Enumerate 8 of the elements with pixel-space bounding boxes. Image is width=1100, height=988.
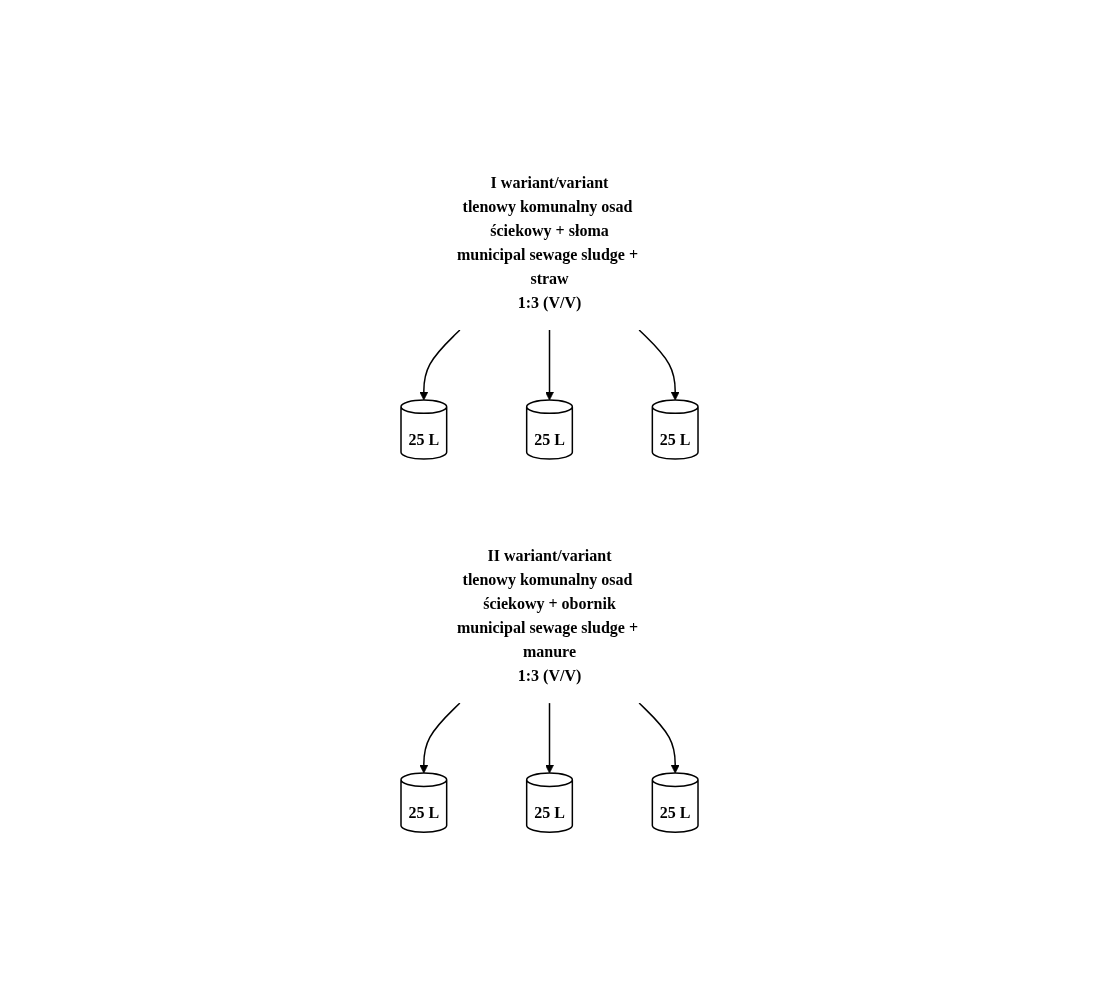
arrow — [545, 702, 555, 774]
node-text: II wariant/variant tlenowy komunalny osad ściekowy + obornik municipal sewage sludge + manure 1:3 (V/V) — [457, 547, 639, 684]
arrow — [638, 329, 681, 401]
arrow — [419, 702, 462, 774]
arrow — [638, 702, 681, 774]
arrow — [419, 329, 462, 401]
node-text: I wariant/variant tlenowy komunalny osad ściekowy + słoma municipal sewage sludge + straw 1:3 (V/V) — [457, 173, 639, 311]
arrow — [545, 329, 555, 401]
